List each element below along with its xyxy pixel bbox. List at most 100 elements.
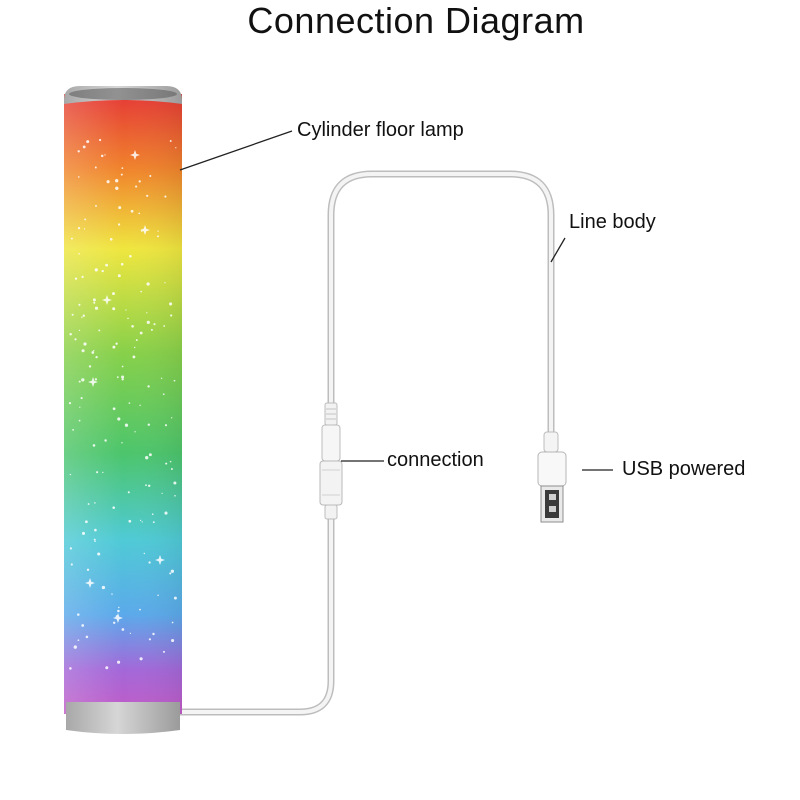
cylinder-lamp bbox=[64, 86, 182, 734]
sparkle bbox=[94, 528, 97, 532]
sparkle bbox=[70, 237, 73, 240]
sparkle bbox=[94, 540, 96, 542]
sparkle bbox=[125, 309, 127, 311]
sparkle bbox=[151, 513, 154, 516]
sparkle bbox=[77, 639, 80, 642]
sparkle bbox=[139, 404, 141, 406]
sparkle bbox=[160, 377, 163, 379]
sparkle bbox=[74, 277, 78, 280]
sparkle bbox=[104, 439, 107, 442]
sparkle bbox=[78, 419, 81, 422]
sparkle bbox=[175, 147, 177, 149]
sparkle bbox=[152, 632, 155, 636]
sparkle bbox=[146, 282, 150, 286]
sparkle bbox=[69, 547, 72, 550]
sparkle bbox=[157, 594, 159, 597]
sparkle bbox=[82, 145, 86, 149]
sparkle bbox=[93, 349, 95, 352]
sparkle bbox=[85, 635, 89, 639]
sparkle bbox=[84, 218, 87, 221]
sparkle bbox=[121, 628, 125, 631]
sparkle bbox=[124, 423, 129, 427]
sparkle bbox=[85, 520, 88, 524]
sparkle bbox=[127, 491, 130, 494]
sparkle bbox=[118, 206, 122, 210]
sparkle bbox=[145, 484, 147, 487]
sparkle bbox=[162, 393, 165, 396]
label-line-body: Line body bbox=[569, 211, 656, 233]
sparkle bbox=[69, 333, 72, 336]
sparkle bbox=[138, 212, 141, 215]
sparkle bbox=[135, 185, 138, 188]
sparkle bbox=[171, 417, 173, 419]
sparkle bbox=[121, 378, 124, 381]
sparkle bbox=[121, 167, 124, 170]
sparkle bbox=[78, 252, 80, 255]
sparkle bbox=[112, 292, 115, 296]
sparkle-star bbox=[130, 150, 140, 160]
sparkle bbox=[117, 223, 121, 226]
sparkle bbox=[152, 521, 155, 524]
sparkle bbox=[96, 471, 99, 474]
sparkle bbox=[173, 379, 176, 382]
label-connection: connection bbox=[387, 449, 484, 471]
sparkle bbox=[143, 552, 145, 555]
sparkle bbox=[121, 365, 124, 368]
sparkle bbox=[69, 667, 72, 670]
sparkle bbox=[93, 538, 96, 541]
sparkle bbox=[118, 606, 120, 609]
sparkle bbox=[94, 502, 96, 504]
sparkle bbox=[139, 331, 143, 335]
sparkle bbox=[164, 511, 168, 515]
sparkle bbox=[102, 471, 104, 474]
sparkle bbox=[99, 138, 102, 142]
sparkle bbox=[173, 596, 177, 600]
sparkle bbox=[97, 552, 101, 556]
sparkle bbox=[141, 521, 143, 523]
sparkle-star bbox=[102, 295, 112, 305]
sparkle bbox=[173, 481, 177, 485]
sparkle bbox=[112, 407, 116, 411]
sparkle-star bbox=[140, 225, 150, 235]
sparkle bbox=[161, 492, 163, 495]
sparkle bbox=[147, 385, 150, 388]
sparkle bbox=[94, 268, 98, 272]
diagram-title: Connection Diagram bbox=[247, 0, 585, 41]
cable bbox=[176, 170, 555, 716]
sparkle bbox=[171, 621, 174, 624]
sparkle bbox=[109, 237, 113, 241]
sparkle bbox=[78, 380, 81, 383]
sparkle bbox=[81, 624, 85, 627]
sparkle bbox=[157, 230, 159, 232]
sparkle bbox=[130, 209, 134, 213]
sparkle bbox=[112, 506, 116, 510]
line-body-leader-line bbox=[550, 237, 566, 263]
sparkle bbox=[129, 255, 132, 258]
sparkle bbox=[139, 519, 142, 522]
sparkle bbox=[120, 173, 123, 176]
sparkle bbox=[101, 585, 106, 590]
sparkle bbox=[92, 444, 96, 447]
sparkle bbox=[92, 298, 96, 302]
sparkle bbox=[162, 650, 166, 653]
sparkle bbox=[127, 317, 129, 320]
sparkle bbox=[94, 166, 97, 169]
sparkle bbox=[164, 195, 167, 198]
sparkle bbox=[121, 442, 123, 444]
label-usb-powered: USB powered bbox=[622, 458, 746, 480]
sparkle bbox=[146, 320, 150, 325]
sparkle bbox=[95, 204, 97, 207]
sparkle bbox=[83, 228, 86, 230]
sparkle bbox=[81, 316, 83, 318]
sparkle bbox=[82, 314, 85, 317]
sparkle bbox=[148, 453, 152, 457]
sparkle bbox=[71, 313, 74, 316]
sparkle bbox=[73, 645, 77, 649]
usb-plug bbox=[537, 431, 567, 523]
leader-lines bbox=[179, 130, 613, 471]
sparkle bbox=[147, 484, 151, 488]
sparkle bbox=[91, 351, 95, 354]
sparkle bbox=[77, 613, 80, 616]
sparkle bbox=[80, 397, 83, 400]
